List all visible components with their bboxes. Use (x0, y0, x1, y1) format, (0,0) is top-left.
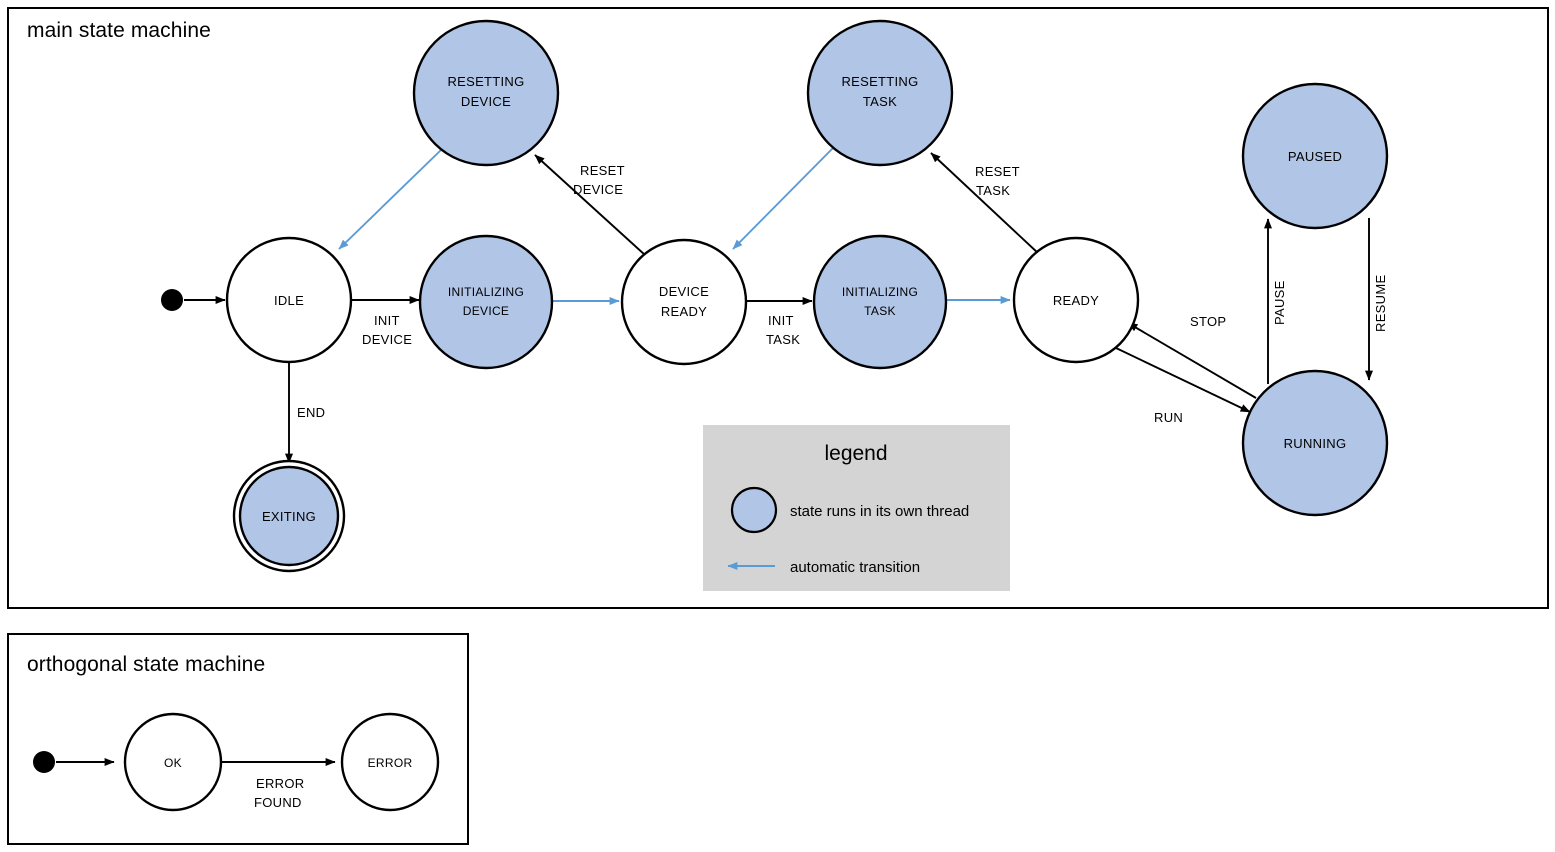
state-exiting-label: EXITING (262, 509, 316, 524)
edge-label-end: END (297, 405, 325, 420)
state-initializing-device-label-line1: INITIALIZING (448, 285, 524, 299)
edge-label-init-task-line2: TASK (766, 332, 800, 347)
state-idle[interactable] (225, 236, 353, 364)
state-running-label: RUNNING (1284, 436, 1347, 451)
edge-label-init-task-line1: INIT (768, 313, 794, 328)
legend-thread-state-swatch-icon (730, 486, 778, 534)
orthogonal-state-machine-frame (7, 633, 469, 845)
state-initializing-task-label-line1: INITIALIZING (842, 285, 918, 299)
main-state-machine-title: main state machine (27, 19, 211, 42)
edge-label-init-device-line2: DEVICE (362, 332, 412, 347)
state-ok[interactable] (123, 712, 223, 812)
state-exiting[interactable] (238, 465, 340, 567)
state-ready-label: READY (1053, 293, 1099, 308)
edge-label-stop: STOP (1190, 314, 1226, 329)
state-device-ready-label-line1: DEVICE (659, 284, 709, 299)
legend-thread-state-text: state runs in its own thread (790, 503, 969, 520)
state-initializing-device-label-line2: DEVICE (463, 304, 509, 318)
state-initializing-device[interactable] (418, 234, 554, 370)
orthogonal-state-machine-title: orthogonal state machine (27, 653, 265, 676)
edge-ready-to-resetting-task (930, 152, 1040, 255)
main-start-node (161, 289, 183, 311)
edge-label-reset-task-line1: RESET (975, 164, 1020, 179)
state-initializing-task[interactable] (812, 234, 948, 370)
state-initializing-task-label-line2: TASK (864, 304, 896, 318)
state-error[interactable] (340, 712, 440, 812)
edge-device-ready-to-resetting-device (534, 154, 646, 256)
state-device-ready[interactable] (620, 238, 748, 366)
state-resetting-device-label-line2: DEVICE (461, 94, 511, 109)
state-resetting-device[interactable] (412, 19, 560, 167)
state-running[interactable] (1241, 369, 1389, 517)
state-device-ready-label-line2: READY (661, 304, 707, 319)
edge-label-run: RUN (1154, 410, 1183, 425)
state-resetting-task[interactable] (806, 19, 954, 167)
state-resetting-task-label-line1: RESETTING (841, 74, 918, 89)
legend-automatic-transition-text: automatic transition (790, 559, 920, 576)
state-resetting-task-label-line2: TASK (863, 94, 897, 109)
orthogonal-start-node (33, 751, 55, 773)
state-idle-label: IDLE (274, 293, 304, 308)
edge-label-error-found-line2: FOUND (254, 795, 302, 810)
edge-label-error-found-line1: ERROR (256, 776, 304, 791)
main-state-machine-frame (7, 7, 1549, 609)
state-error-label: ERROR (368, 756, 413, 770)
edge-running-to-ready (1127, 322, 1257, 399)
legend-title: legend (824, 442, 887, 465)
edge-label-reset-device-line1: RESET (580, 163, 625, 178)
state-paused-label: PAUSED (1288, 149, 1342, 164)
edge-resetting-task-to-device-ready (732, 147, 834, 250)
state-resetting-device-label-line1: RESETTING (447, 74, 524, 89)
state-ready[interactable] (1012, 236, 1140, 364)
edge-label-reset-device-line2: DEVICE (573, 182, 623, 197)
edge-resetting-device-to-idle (338, 149, 442, 250)
edge-label-resume: RESUME (1373, 275, 1388, 332)
state-paused[interactable] (1241, 82, 1389, 230)
state-ok-label: OK (164, 756, 182, 770)
edge-label-reset-task-line2: TASK (976, 183, 1010, 198)
edge-label-init-device-line1: INIT (374, 313, 400, 328)
edge-ready-to-running (1115, 347, 1251, 413)
edge-label-pause: PAUSE (1272, 280, 1287, 325)
